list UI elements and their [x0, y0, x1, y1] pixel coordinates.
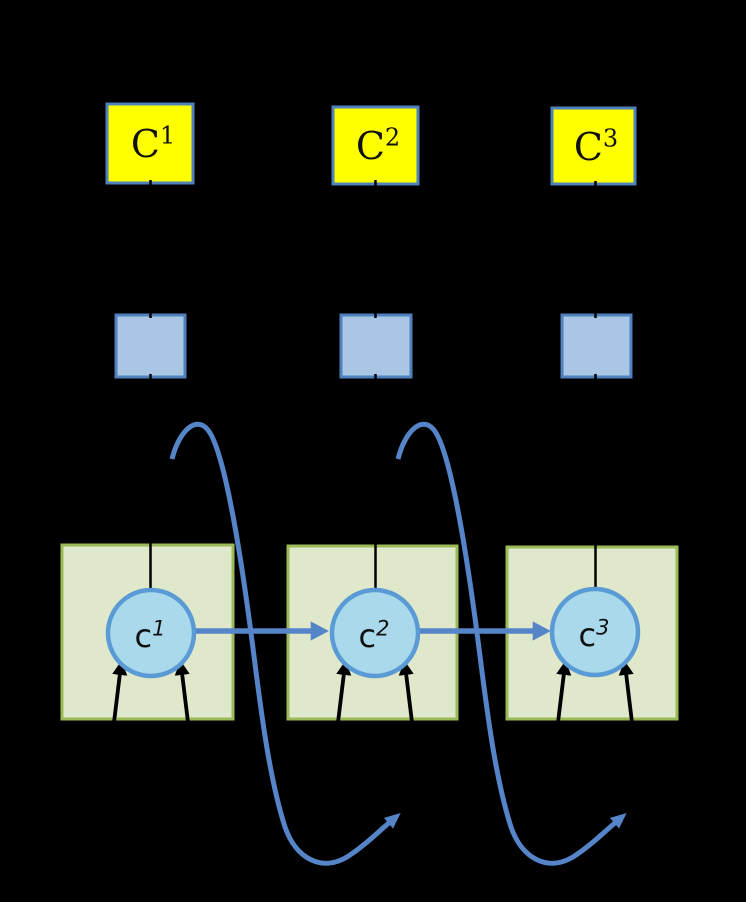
hidden-box-3: [560, 313, 633, 379]
state-node-2: [329, 587, 421, 679]
context-cell-3: [550, 106, 637, 186]
input-arrow-3-right: [618, 660, 637, 748]
input-arrow-1-right: [174, 660, 193, 748]
context-cell-1: [105, 102, 195, 185]
context-cell-3-label: C3: [573, 124, 619, 169]
input-arrow-1-left: [109, 660, 128, 748]
input-arrow-3-left: [553, 660, 572, 748]
context-cell-2-label: C2: [355, 123, 401, 168]
state-node-1: [105, 587, 197, 679]
state-node-3-label: c3: [578, 615, 610, 654]
state-node-3: [549, 586, 641, 678]
state-node-2-label: c2: [358, 616, 390, 655]
hidden-box-2: [339, 313, 413, 379]
input-arrow-2-right: [398, 660, 417, 748]
hidden-box-1: [114, 313, 187, 379]
context-cell-1-label: C1: [130, 121, 176, 166]
state-node-1-label: c1: [134, 616, 166, 655]
input-arrow-2-left: [333, 660, 352, 748]
loop-arc-1: [169, 421, 401, 866]
loop-arc-2: [395, 421, 627, 866]
